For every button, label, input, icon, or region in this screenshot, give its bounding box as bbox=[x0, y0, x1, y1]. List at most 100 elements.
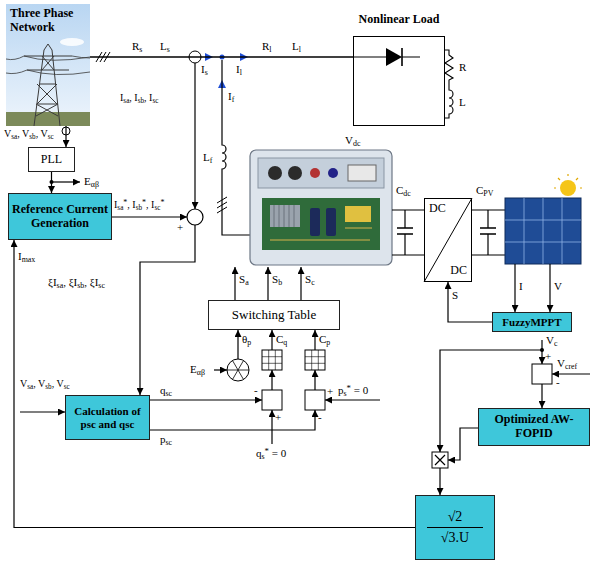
sun bbox=[560, 180, 576, 196]
signal-label: Eαβ bbox=[190, 363, 205, 377]
signal-label: V bbox=[554, 280, 562, 293]
comparator-grid bbox=[305, 350, 325, 370]
board-chip bbox=[345, 206, 371, 222]
inverter-terminal bbox=[328, 168, 338, 178]
inverter-knob bbox=[268, 166, 282, 180]
signal-wire bbox=[448, 428, 478, 460]
node-text: Nonlinear Load bbox=[324, 13, 474, 27]
signal-wire bbox=[14, 240, 415, 528]
ground bbox=[6, 112, 90, 126]
reference-block: Reference Current Generation bbox=[8, 193, 112, 240]
current-label: Is bbox=[201, 63, 208, 77]
signal-wire bbox=[541, 384, 542, 408]
multiplier-block bbox=[432, 452, 448, 468]
heat-sink-fins bbox=[274, 205, 294, 227]
summing-block bbox=[305, 390, 325, 410]
component-label: CPV bbox=[476, 184, 493, 198]
board-trace bbox=[270, 228, 372, 240]
component-label: Rl bbox=[262, 40, 272, 54]
signal-label: Cp bbox=[319, 333, 330, 347]
node-text: √2 bbox=[448, 509, 463, 525]
component-label: Ll bbox=[292, 40, 301, 54]
component-label: R bbox=[459, 61, 466, 74]
sky-photo bbox=[6, 4, 90, 126]
signal-label: qs* = 0 bbox=[256, 446, 286, 462]
sector-spokes bbox=[227, 361, 249, 380]
sign-label: + bbox=[327, 385, 333, 398]
hysteresis-comparator bbox=[262, 350, 282, 370]
signal-label: Isa, Isb, Isc bbox=[120, 92, 158, 105]
filter-wire bbox=[222, 60, 250, 235]
load-block: Nonlinear Load bbox=[353, 36, 445, 126]
controller-block: Optimized AW-FOPID bbox=[478, 408, 590, 446]
pll-block: PLL bbox=[28, 147, 75, 172]
signal-wire bbox=[314, 330, 315, 350]
component-label: Rs bbox=[132, 40, 142, 54]
network-photo: Three Phase Network bbox=[6, 4, 90, 126]
pv-panel bbox=[505, 198, 581, 264]
pv-grid bbox=[505, 198, 581, 264]
signal-wire bbox=[271, 330, 272, 350]
signal-label: ξIsa, ξIsb, ξIsc bbox=[48, 276, 105, 290]
signal-wire bbox=[51, 172, 52, 193]
capacitor-symbol bbox=[397, 228, 413, 234]
signal-wire bbox=[325, 399, 380, 400]
edge-label: Imax bbox=[18, 250, 35, 264]
signal-wire bbox=[20, 411, 65, 412]
signal-wire bbox=[448, 282, 492, 322]
signal-label: Sb bbox=[272, 273, 282, 287]
component-label: Cdc bbox=[396, 184, 411, 198]
node-text: Switching Table bbox=[232, 308, 316, 323]
fraction-bar bbox=[427, 527, 483, 528]
node-text: Reference Current Generation bbox=[12, 203, 108, 231]
dc-bus bbox=[392, 210, 424, 255]
sign-label: - bbox=[318, 411, 322, 424]
signal-wire bbox=[52, 181, 81, 182]
signal-wire bbox=[234, 267, 235, 300]
signal-wire bbox=[214, 369, 227, 370]
capacitor-symbol bbox=[480, 228, 496, 234]
signal-label: qsc bbox=[160, 384, 172, 398]
signal-wire bbox=[514, 264, 515, 312]
signal-wire bbox=[150, 410, 315, 430]
current-label: If bbox=[228, 90, 234, 104]
signal-wire bbox=[314, 370, 315, 390]
summing-block bbox=[532, 364, 552, 384]
pylon bbox=[24, 44, 72, 126]
signal-label: Vdc bbox=[345, 134, 360, 148]
node-text: Three Phase Network bbox=[10, 7, 86, 35]
signal-label: Eαβ bbox=[84, 175, 99, 189]
board-capacitor bbox=[326, 208, 336, 236]
signal-wire bbox=[549, 264, 550, 312]
diode-bar bbox=[401, 48, 403, 66]
power-calc-block: Calculation of psc and qsc bbox=[65, 395, 150, 440]
node-text: Calculation of psc and qsc bbox=[69, 405, 146, 430]
signal-wire bbox=[237, 330, 238, 359]
sign-label: + bbox=[177, 221, 183, 234]
signal-wire bbox=[150, 399, 262, 400]
signal-label: I bbox=[519, 280, 523, 293]
switching-table: Switching Table bbox=[208, 300, 340, 330]
node-text: DC bbox=[429, 202, 446, 216]
signal-wire bbox=[300, 267, 301, 300]
signal-label: Vc bbox=[546, 334, 557, 348]
signal-wire bbox=[439, 468, 440, 495]
summing-block bbox=[262, 390, 282, 410]
summing-junction bbox=[187, 209, 203, 225]
power-line bbox=[90, 56, 353, 58]
mppt-block: FuzzyMPPT bbox=[492, 312, 572, 332]
inverter-meter bbox=[348, 165, 376, 181]
node-text: √3.U bbox=[441, 530, 469, 546]
signal-label: psc bbox=[160, 433, 172, 447]
cloud bbox=[60, 38, 84, 46]
inverter-board bbox=[262, 198, 380, 250]
signal-wire bbox=[267, 267, 268, 300]
node-text: Optimized AW-FOPID bbox=[482, 413, 586, 441]
comparator-grid bbox=[262, 350, 282, 370]
component-label: L bbox=[459, 96, 466, 109]
signal-label: Sa bbox=[239, 273, 249, 287]
node-text: FuzzyMPPT bbox=[502, 316, 561, 329]
board-capacitor bbox=[310, 208, 320, 236]
